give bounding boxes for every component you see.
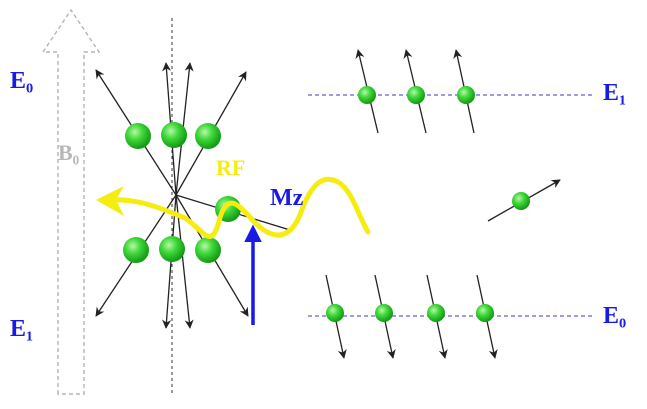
- precession-cone: [95, 62, 291, 329]
- spin-ball: [161, 122, 187, 148]
- spin-ball: [457, 86, 475, 104]
- spin-ball: [125, 123, 151, 149]
- label-mz: Mz: [270, 185, 304, 211]
- label-e1-right: E₁: [603, 80, 626, 106]
- spin-ball: [123, 237, 149, 263]
- spin-ball: [195, 123, 221, 149]
- spin-ball: [159, 236, 185, 262]
- label-e1-left: E₁: [10, 316, 33, 342]
- label-e0-left: E₀: [10, 68, 33, 94]
- label-b0: B₀: [58, 140, 80, 165]
- b0-field-arrow: [41, 8, 101, 395]
- spin-ball: [407, 86, 425, 104]
- spin-ball: [512, 192, 530, 210]
- spin-ball: [476, 304, 494, 322]
- spin-ball: [195, 237, 221, 263]
- spin-ball: [427, 304, 445, 322]
- spin-ball: [326, 304, 344, 322]
- rf-wave: [105, 176, 371, 240]
- label-e0-right: E₀: [603, 303, 626, 329]
- cone-spins: [123, 122, 241, 263]
- spin-ball: [375, 304, 393, 322]
- label-rf: RF: [216, 155, 245, 180]
- spin-ball: [358, 86, 376, 104]
- rf-arrowhead: [96, 186, 124, 216]
